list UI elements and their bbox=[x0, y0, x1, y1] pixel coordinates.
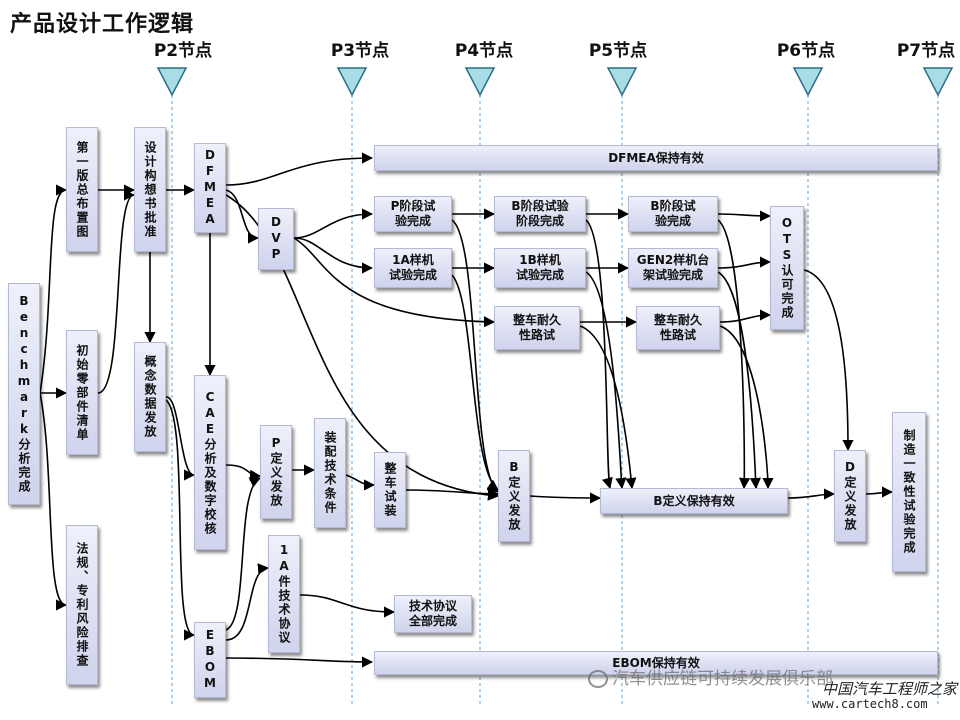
wechat-watermark: 汽车供应链可持续发展俱乐部 bbox=[588, 664, 833, 689]
cae-box: CAE分析及数字校核 bbox=[194, 375, 226, 550]
concept-data-box: 概念数据发放 bbox=[134, 342, 166, 452]
phase-label-p2: P2节点 bbox=[153, 41, 213, 61]
assembly-conditions-box: 装配技术条件 bbox=[314, 418, 346, 528]
one-b-sample-label: 1B样机 试验完成 bbox=[515, 253, 564, 282]
ebom-valid-bar: EBOM保持有效 bbox=[374, 651, 938, 675]
one-a-agreement-box: 1A件技术协议 bbox=[268, 535, 300, 653]
cae-label: CAE分析及数字校核 bbox=[203, 389, 217, 536]
one-a-sample-box: 1A样机 试验完成 bbox=[374, 248, 452, 288]
initial-parts-label: 初始零部件清单 bbox=[75, 343, 89, 442]
milestone-triangle-icon bbox=[792, 67, 824, 97]
milestone-triangle-icon bbox=[156, 67, 188, 97]
b-hold-label: B定义保持有效 bbox=[653, 493, 735, 508]
durability-a-box: 整车耐久 性路试 bbox=[494, 306, 580, 350]
ebom-box: EBOM bbox=[194, 622, 226, 698]
gen2-bench-label: GEN2样机台 架试验完成 bbox=[636, 253, 710, 282]
b-release-label: B定义发放 bbox=[507, 460, 521, 532]
p-release-label: P定义发放 bbox=[269, 436, 283, 508]
assembly-conditions-label: 装配技术条件 bbox=[323, 431, 337, 515]
dfmea-label: DFMEA bbox=[203, 148, 217, 228]
b-hold-box: B定义保持有效 bbox=[600, 488, 788, 514]
ebom-valid-label: EBOM保持有效 bbox=[612, 655, 700, 670]
durability-b-label: 整车耐久 性路试 bbox=[653, 313, 702, 342]
site-watermark-cn: 中国汽车工程师之家 bbox=[822, 680, 958, 698]
tech-agreement-done-box: 技术协议 全部完成 bbox=[394, 595, 472, 633]
b-stage-test-b-box: B阶段试 验完成 bbox=[628, 196, 718, 232]
vehicle-trial-label: 整车试装 bbox=[383, 462, 397, 518]
design-concept-box: 设计构想书批准 bbox=[134, 127, 166, 252]
ots-box: OTS认可完成 bbox=[770, 206, 804, 330]
site-watermark-url: www.cartech8.com bbox=[812, 697, 928, 711]
initial-parts-box: 初始零部件清单 bbox=[66, 330, 98, 455]
first-layout-label: 第一版总布置图 bbox=[75, 140, 89, 239]
b-stage-test-a-box: B阶段试验 阶段完成 bbox=[494, 196, 586, 232]
dfmea-valid-bar: DFMEA保持有效 bbox=[374, 145, 938, 171]
design-concept-label: 设计构想书批准 bbox=[143, 140, 157, 239]
connectors bbox=[39, 152, 894, 668]
ots-label: OTS认可完成 bbox=[780, 216, 794, 320]
one-a-agreement-label: 1A件技术协议 bbox=[277, 543, 291, 645]
dfmea-valid-label: DFMEA保持有效 bbox=[608, 150, 704, 165]
tech-agreement-done-label: 技术协议 全部完成 bbox=[408, 599, 457, 628]
regulations-box: 法规、专利风险排查 bbox=[66, 525, 98, 685]
phase-label-p5: P5节点 bbox=[588, 41, 648, 61]
concept-data-label: 概念数据发放 bbox=[143, 355, 157, 439]
p-release-box: P定义发放 bbox=[260, 425, 292, 519]
milestone-triangle-icon bbox=[922, 67, 954, 97]
regulations-label: 法规、专利风险排查 bbox=[75, 542, 89, 668]
one-b-sample-box: 1B样机 试验完成 bbox=[494, 248, 586, 288]
milestone-triangle-icon bbox=[464, 67, 496, 97]
milestone-triangle-icon bbox=[606, 67, 638, 97]
milestone-triangle-icon bbox=[336, 67, 368, 97]
page-title: 产品设计工作逻辑 bbox=[10, 12, 195, 37]
manufacturing-label: 制造一致性试验完成 bbox=[902, 429, 916, 555]
phase-markers bbox=[156, 67, 954, 97]
b-stage-test-a-label: B阶段试验 阶段完成 bbox=[511, 199, 569, 228]
first-layout-box: 第一版总布置图 bbox=[66, 127, 98, 252]
durability-b-box: 整车耐久 性路试 bbox=[636, 306, 720, 350]
phase-label-p6: P6节点 bbox=[776, 41, 836, 61]
dfmea-box: DFMEA bbox=[194, 143, 226, 233]
dvp-label: DVP bbox=[269, 215, 283, 263]
gen2-bench-box: GEN2样机台 架试验完成 bbox=[628, 248, 718, 288]
b-stage-test-b-label: B阶段试 验完成 bbox=[650, 199, 696, 228]
p-stage-test-box: P阶段试 验完成 bbox=[374, 196, 452, 232]
wechat-icon bbox=[588, 670, 608, 688]
dvp-box: DVP bbox=[258, 208, 294, 270]
wechat-watermark-text: 汽车供应链可持续发展俱乐部 bbox=[612, 669, 833, 689]
d-release-label: D定义发放 bbox=[843, 460, 857, 532]
durability-a-label: 整车耐久 性路试 bbox=[512, 313, 561, 342]
benchmark-label: Benchmark分析完成 bbox=[17, 294, 31, 494]
p-stage-test-label: P阶段试 验完成 bbox=[390, 199, 436, 228]
manufacturing-box: 制造一致性试验完成 bbox=[892, 412, 926, 572]
d-release-box: D定义发放 bbox=[834, 450, 866, 542]
vehicle-trial-box: 整车试装 bbox=[374, 452, 406, 528]
phase-label-p3: P3节点 bbox=[330, 41, 390, 61]
phase-label-p7: P7节点 bbox=[896, 41, 956, 61]
one-a-sample-label: 1A样机 试验完成 bbox=[388, 253, 437, 282]
benchmark-box: Benchmark分析完成 bbox=[8, 283, 40, 505]
b-release-box: B定义发放 bbox=[498, 450, 530, 542]
ebom-label: EBOM bbox=[203, 628, 217, 692]
phase-label-p4: P4节点 bbox=[454, 41, 514, 61]
